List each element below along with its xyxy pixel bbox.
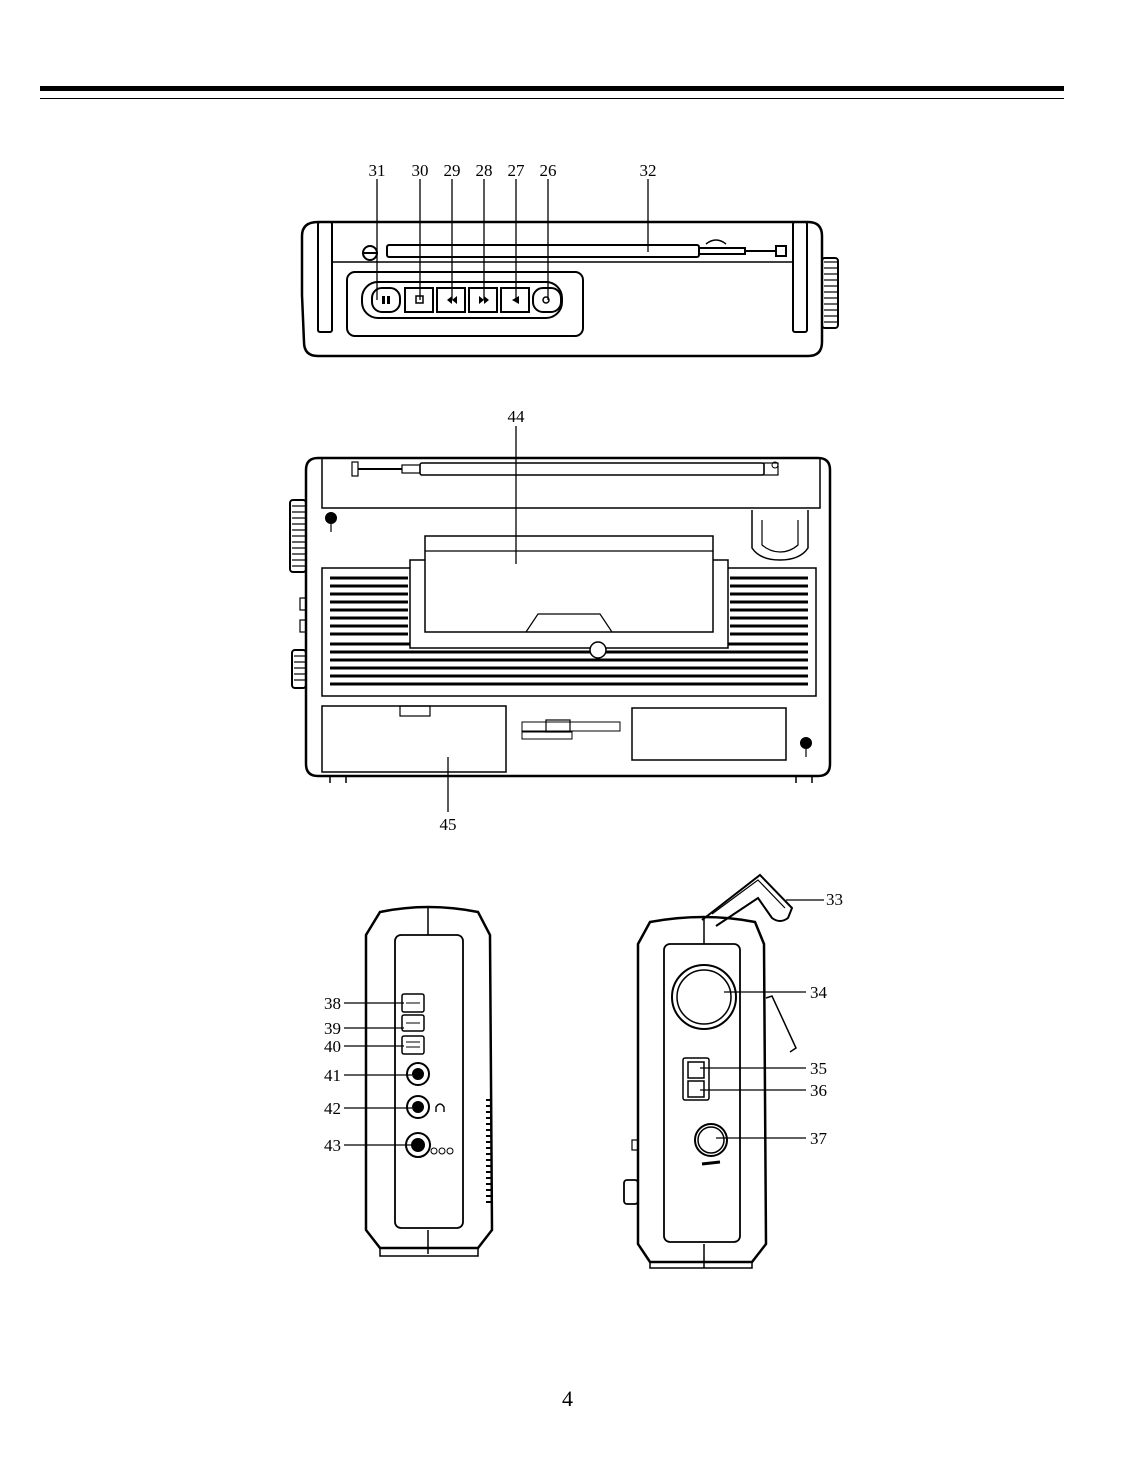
callout-27: 27	[508, 161, 526, 180]
callout-44: 44	[508, 407, 526, 426]
callout-41: 41	[324, 1066, 341, 1085]
callout-35: 35	[810, 1059, 827, 1078]
callout-31: 31	[369, 161, 386, 180]
callout-38: 38	[324, 994, 341, 1013]
callout-33: 33	[826, 890, 843, 909]
callout-32: 32	[640, 161, 657, 180]
callout-40: 40	[324, 1037, 341, 1056]
callout-34: 34	[810, 983, 828, 1002]
page-number: 4	[0, 1386, 1135, 1412]
callout-30: 30	[412, 161, 429, 180]
top-view	[302, 179, 838, 356]
right-side-view	[624, 875, 824, 1268]
callout-36: 36	[810, 1081, 827, 1100]
callout-29: 29	[444, 161, 461, 180]
callout-45: 45	[440, 815, 457, 834]
callout-28: 28	[476, 161, 493, 180]
callout-42: 42	[324, 1099, 341, 1118]
callout-37: 37	[810, 1129, 828, 1148]
left-side-view	[344, 907, 492, 1256]
callout-26: 26	[540, 161, 557, 180]
callout-43: 43	[324, 1136, 341, 1155]
callout-39: 39	[324, 1019, 341, 1038]
back-view	[290, 426, 830, 812]
